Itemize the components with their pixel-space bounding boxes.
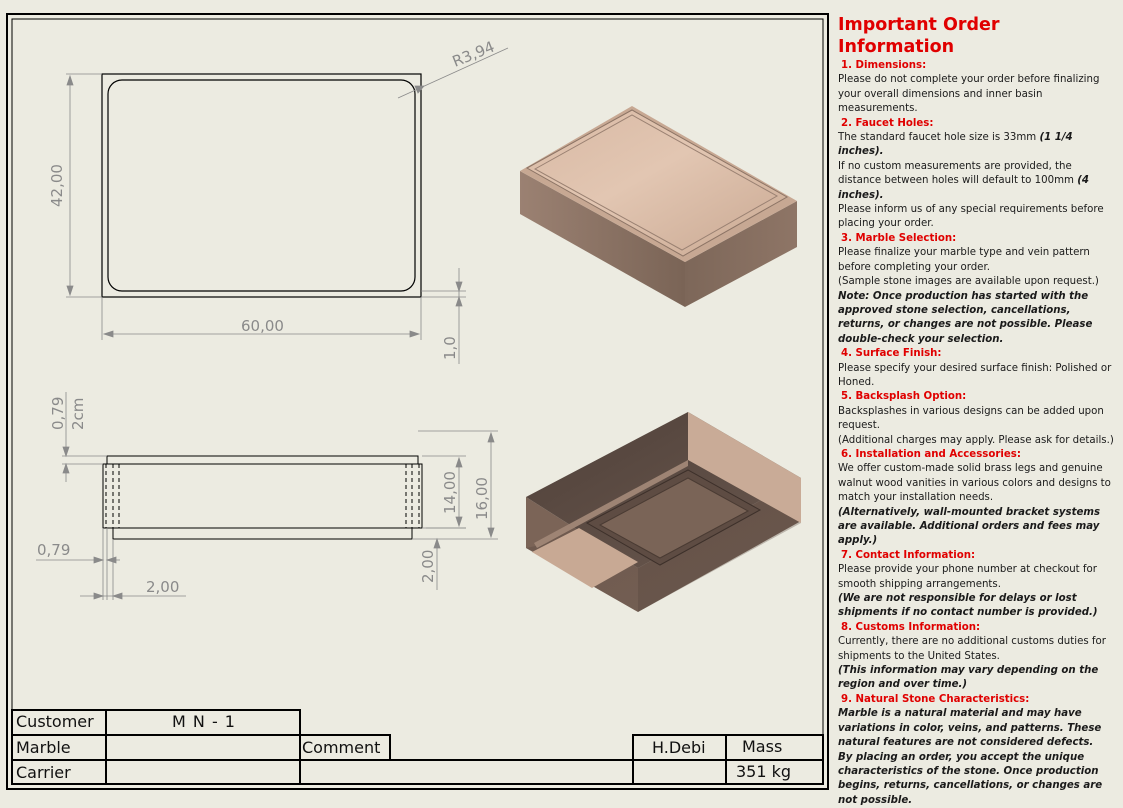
section-text: Please finalize your marble type and vei… bbox=[838, 246, 1114, 275]
drawing-border bbox=[7, 14, 828, 789]
section-heading-faucet-holes: 2. Faucet Holes: bbox=[838, 117, 1114, 131]
section-heading-marble-selection: 3. Marble Selection: bbox=[838, 232, 1114, 246]
section-heading-dimensions: 1. Dimensions: bbox=[838, 59, 1114, 73]
section-note: Note: Once production has started with t… bbox=[838, 290, 1114, 348]
section-text: (Sample stone images are available upon … bbox=[838, 275, 1114, 289]
dim-2cm: 2cm bbox=[69, 398, 87, 430]
section-text: (Additional charges may apply. Please as… bbox=[838, 434, 1114, 448]
isometric-bottom-render bbox=[526, 412, 801, 612]
dim-200-vertical: 2,00 bbox=[419, 550, 437, 583]
section-heading-customs: 8. Customs Information: bbox=[838, 621, 1114, 635]
dim-079-vertical: 0,79 bbox=[49, 397, 67, 430]
section-note: Marble is a natural material and may hav… bbox=[838, 707, 1114, 750]
dim-1400: 14,00 bbox=[441, 471, 459, 514]
dim-r394: R3,94 bbox=[450, 38, 497, 71]
top-view-dimensions bbox=[66, 48, 508, 364]
section-text: The standard faucet hole size is 33mm (1… bbox=[838, 131, 1114, 160]
section-note: (This information may vary depending on … bbox=[838, 664, 1114, 693]
dim-4200: 42,00 bbox=[48, 164, 66, 207]
section-heading-backsplash: 5. Backsplash Option: bbox=[838, 390, 1114, 404]
section-note: (Alternatively, wall-mounted bracket sys… bbox=[838, 506, 1114, 549]
marble-label: Marble bbox=[16, 738, 71, 757]
order-information-panel: Important Order Information 1. Dimension… bbox=[838, 14, 1114, 790]
section-note: (We are not responsible for delays or lo… bbox=[838, 592, 1114, 621]
section-text: Please inform us of any special requirem… bbox=[838, 203, 1114, 232]
section-heading-installation: 6. Installation and Accessories: bbox=[838, 448, 1114, 462]
section-text: Backsplashes in various designs can be a… bbox=[838, 405, 1114, 434]
top-view bbox=[102, 74, 421, 297]
info-title: Important Order Information bbox=[838, 14, 1114, 58]
dim-200-horizontal: 2,00 bbox=[146, 578, 179, 596]
section-text: We offer custom-made solid brass legs an… bbox=[838, 462, 1114, 505]
section-text: Please specify your desired surface fini… bbox=[838, 362, 1114, 391]
mass-value: 351 kg bbox=[736, 762, 791, 781]
dim-1600: 16,00 bbox=[473, 477, 491, 520]
section-heading-contact: 7. Contact Information: bbox=[838, 549, 1114, 563]
section-heading-surface-finish: 4. Surface Finish: bbox=[838, 347, 1114, 361]
comment-label: Comment bbox=[302, 738, 380, 757]
section-text: Please do not complete your order before… bbox=[838, 73, 1114, 116]
section-text: If no custom measurements are provided, … bbox=[838, 160, 1114, 203]
section-text: Currently, there are no additional custo… bbox=[838, 635, 1114, 664]
side-view bbox=[103, 456, 422, 539]
isometric-top-render bbox=[520, 106, 797, 307]
drawing-inner-border bbox=[12, 19, 823, 784]
customer-label: Customer bbox=[16, 712, 94, 731]
carrier-label: Carrier bbox=[16, 763, 71, 782]
section-heading-natural-stone: 9. Natural Stone Characteristics: bbox=[838, 693, 1114, 707]
dim-6000: 60,00 bbox=[241, 317, 284, 335]
author-name: H.Debi bbox=[652, 738, 706, 757]
section-text: Please provide your phone number at chec… bbox=[838, 563, 1114, 592]
mass-label: Mass bbox=[742, 737, 782, 756]
dim-079-horizontal: 0,79 bbox=[37, 541, 70, 559]
section-note: By placing an order, you accept the uniq… bbox=[838, 751, 1114, 808]
customer-value: M N - 1 bbox=[172, 712, 236, 731]
dim-10: 1,0 bbox=[441, 336, 459, 360]
